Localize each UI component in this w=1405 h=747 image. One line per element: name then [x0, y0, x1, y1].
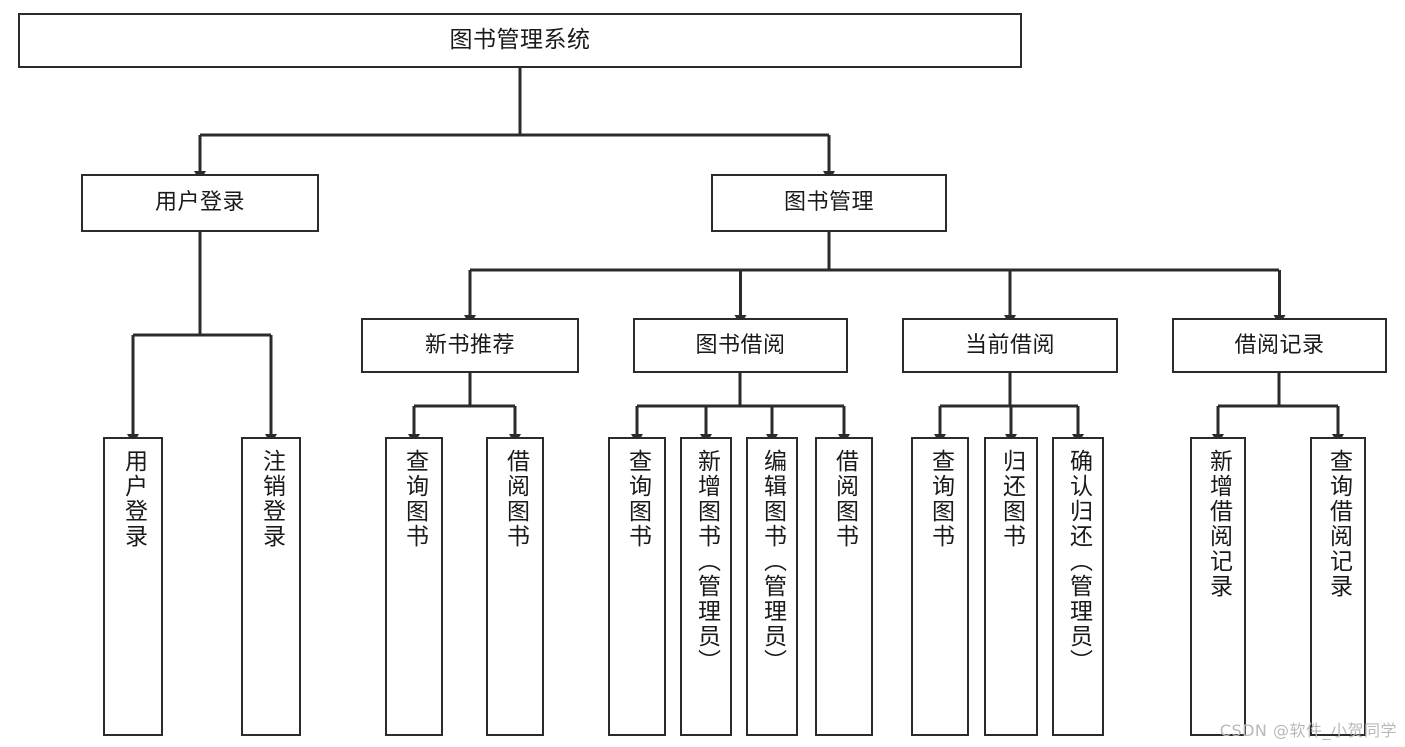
node-borrow[interactable]: 图书借阅 — [633, 318, 848, 373]
node-leaf-9[interactable]: 查询图书 — [911, 437, 969, 736]
node-label: 借阅图书 — [502, 449, 529, 549]
node-label: 图书借阅 — [695, 332, 786, 358]
node-label: 注销登录 — [258, 449, 285, 549]
node-label: 新增图书（管理员） — [693, 449, 720, 674]
node-leaf-8[interactable]: 借阅图书 — [815, 437, 873, 736]
node-label: 查询图书 — [624, 449, 651, 549]
node-leaf-5[interactable]: 查询图书 — [608, 437, 666, 736]
node-root[interactable]: 图书管理系统 — [18, 13, 1022, 68]
node-current[interactable]: 当前借阅 — [902, 318, 1118, 373]
node-label: 图书管理系统 — [449, 26, 591, 53]
node-leaf-11[interactable]: 确认归还（管理员） — [1052, 437, 1104, 736]
node-label: 编辑图书（管理员） — [759, 449, 786, 674]
node-bookmgmt[interactable]: 图书管理 — [711, 174, 947, 232]
node-label: 新增借阅记录 — [1205, 449, 1232, 599]
node-leaf-7[interactable]: 编辑图书（管理员） — [746, 437, 798, 736]
node-leaf-12[interactable]: 新增借阅记录 — [1190, 437, 1246, 736]
node-leaf-1[interactable]: 用户登录 — [103, 437, 163, 736]
node-leaf-10[interactable]: 归还图书 — [984, 437, 1038, 736]
node-label: 用户登录 — [120, 449, 147, 549]
node-label: 查询借阅记录 — [1325, 449, 1352, 599]
node-label: 借阅记录 — [1234, 332, 1325, 358]
node-label: 归还图书 — [998, 449, 1025, 549]
node-label: 用户登录 — [154, 190, 245, 216]
node-label: 当前借阅 — [964, 332, 1055, 358]
node-leaf-6[interactable]: 新增图书（管理员） — [680, 437, 732, 736]
node-label: 新书推荐 — [424, 332, 515, 358]
node-newbook[interactable]: 新书推荐 — [361, 318, 579, 373]
node-record[interactable]: 借阅记录 — [1172, 318, 1387, 373]
node-leaf-2[interactable]: 注销登录 — [241, 437, 301, 736]
node-label: 查询图书 — [927, 449, 954, 549]
node-login[interactable]: 用户登录 — [81, 174, 319, 232]
node-leaf-4[interactable]: 借阅图书 — [486, 437, 544, 736]
node-label: 确认归还（管理员） — [1065, 449, 1092, 674]
node-label: 查询图书 — [401, 449, 428, 549]
node-leaf-13[interactable]: 查询借阅记录 — [1310, 437, 1366, 736]
node-label: 图书管理 — [783, 190, 874, 216]
node-label: 借阅图书 — [831, 449, 858, 549]
tree-edges — [127, 68, 1344, 444]
node-leaf-3[interactable]: 查询图书 — [385, 437, 443, 736]
